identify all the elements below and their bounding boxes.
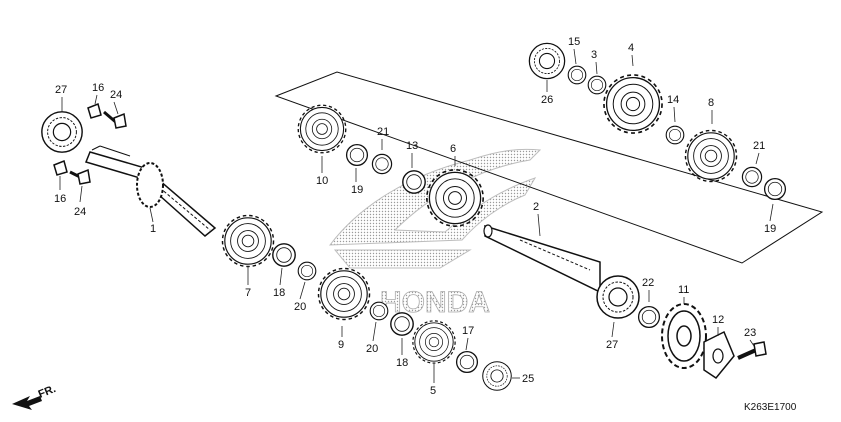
callout-c21a: 21 <box>377 126 389 138</box>
bearing-25 <box>482 361 512 391</box>
snap-ring-20a <box>297 261 317 281</box>
callout-c18a: 18 <box>273 287 285 299</box>
callout-c17: 17 <box>462 325 474 337</box>
callout-c2: 2 <box>533 201 539 213</box>
callout-leader-c24b <box>79 185 83 203</box>
washer-18a <box>272 243 296 267</box>
bushing-3 <box>587 75 607 95</box>
washer-19a <box>345 143 369 167</box>
callout-c9: 9 <box>338 339 344 351</box>
callout-c22: 22 <box>642 277 654 289</box>
callout-c14: 14 <box>667 94 679 106</box>
callout-c4: 4 <box>628 42 634 54</box>
callout-c19a: 19 <box>351 184 363 196</box>
callout-c18b: 18 <box>396 357 408 369</box>
gear-c4 <box>602 73 664 135</box>
gear-m5 <box>412 320 456 364</box>
callout-leader-c23 <box>749 339 755 347</box>
bolt-23 <box>737 341 767 360</box>
callout-c16a: 16 <box>92 82 104 94</box>
callout-c19b: 19 <box>764 223 776 235</box>
callout-c1: 1 <box>150 223 156 235</box>
washer-14 <box>665 125 685 145</box>
callout-leader-c16a <box>94 94 98 105</box>
callout-c24b: 24 <box>74 206 86 218</box>
drawing-code: K263E1700 <box>744 402 797 413</box>
fixing-plate <box>703 330 735 380</box>
callout-c20a: 20 <box>294 301 306 313</box>
mainshaft <box>84 145 217 237</box>
washer-15 <box>567 65 587 85</box>
callout-c21b: 21 <box>753 140 765 152</box>
callout-leader-c3 <box>595 61 598 75</box>
callout-c27b: 27 <box>606 339 618 351</box>
oil-seal-22 <box>637 305 661 329</box>
callout-leader-c20a <box>299 281 306 300</box>
callout-leader-c15 <box>573 48 577 65</box>
callout-leader-c24a <box>113 101 119 115</box>
callout-leader-c27b <box>611 321 615 338</box>
drive-sprocket <box>661 303 707 369</box>
washer-18b <box>390 312 414 336</box>
callout-leader-c2 <box>537 213 541 237</box>
bearing-26 <box>528 42 566 80</box>
callout-c26: 26 <box>541 94 553 106</box>
callout-c23: 23 <box>744 327 756 339</box>
callout-c7: 7 <box>245 287 251 299</box>
callout-c10: 10 <box>316 175 328 187</box>
front-direction-label: FR. <box>37 383 58 401</box>
callout-leader-c17 <box>465 337 469 351</box>
callout-c27a: 27 <box>55 84 67 96</box>
callout-leader-c21b <box>755 152 760 165</box>
callout-leader-c1 <box>149 207 154 223</box>
gear-c10 <box>297 104 347 154</box>
callout-c15: 15 <box>568 36 580 48</box>
gear-m9 <box>317 267 371 321</box>
bushing-13 <box>402 170 426 194</box>
callout-c6: 6 <box>450 143 456 155</box>
callout-c5: 5 <box>430 385 436 397</box>
callout-leader-c19b <box>769 203 774 222</box>
callout-c11: 11 <box>678 284 689 296</box>
gear-c8 <box>684 129 738 183</box>
bearing-left <box>41 111 83 153</box>
front-direction-arrow: FR. <box>12 383 58 410</box>
callout-c20b: 20 <box>366 343 378 355</box>
callout-leader-c18a <box>279 267 283 286</box>
callout-leader-c14 <box>673 106 676 123</box>
bearing-right <box>596 275 640 319</box>
washer-17 <box>455 350 479 374</box>
callout-c16b: 16 <box>54 193 66 205</box>
callout-c3: 3 <box>591 49 597 61</box>
bolt-washer-top <box>87 102 127 129</box>
snap-ring-21b <box>741 166 763 188</box>
countershaft-group-frame <box>274 71 824 264</box>
snap-ring-20b <box>369 301 389 321</box>
snap-ring-21a <box>371 153 393 175</box>
washer-19b <box>763 177 787 201</box>
callout-c8: 8 <box>708 97 714 109</box>
gear-m7 <box>221 214 275 268</box>
callout-leader-c4 <box>631 54 634 67</box>
callout-c13: 13 <box>406 140 418 152</box>
bolt-washer-bottom <box>53 159 91 185</box>
callout-leader-c20b <box>372 321 377 342</box>
countershaft <box>483 224 601 294</box>
callout-c12: 12 <box>712 314 724 326</box>
callout-c24a: 24 <box>110 89 122 101</box>
callout-c25: 25 <box>522 373 534 385</box>
